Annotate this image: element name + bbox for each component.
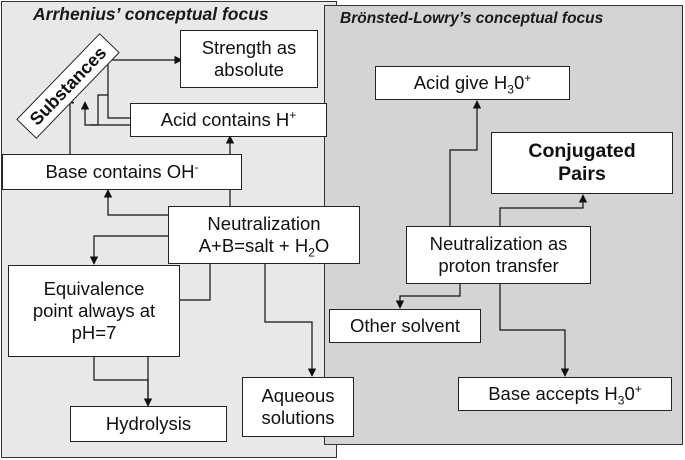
connector-to-substances-1: [90, 94, 108, 126]
acid-contains-box: Acid contains H+: [130, 103, 327, 137]
base-accepts-pre: Base accepts H: [488, 382, 618, 404]
conjugated-line1: Conjugated: [528, 139, 636, 162]
connector-to-substances-2: [80, 101, 130, 126]
aqueous-line2: solutions: [261, 407, 335, 428]
connector-equivalence-to-hydrolysis: [93, 357, 153, 407]
connector-proton-to-acid-give: [449, 100, 482, 227]
connector-neut-to-base: [103, 189, 170, 216]
other-solvent-label: Other solvent: [349, 314, 461, 336]
bronsted-lowry-title: Brönsted-Lowry’s conceptual focus: [340, 10, 604, 27]
acid-give-sub: 3: [507, 82, 514, 97]
acid-contains-sup: +: [289, 107, 297, 122]
connector-proton-to-conjugated: [499, 194, 588, 227]
base-accepts-sup: +: [634, 381, 642, 396]
base-accepts-sub: 3: [617, 393, 625, 408]
connector-neut-to-aqueous: [264, 264, 317, 377]
neutralization-line2-post: O: [314, 235, 330, 256]
acid-give-mid: 0: [513, 71, 525, 93]
neutralization-line2-sub: 2: [308, 245, 315, 260]
acid-give-box: Acid give H30+: [375, 66, 570, 100]
aqueous-line1: Aqueous: [261, 384, 335, 406]
connector-proton-to-base-accepts: [499, 284, 570, 377]
hydrolysis-label: Hydrolysis: [105, 412, 192, 434]
strength-line2: absolute: [214, 59, 284, 80]
acid-contains-text: Acid contains H: [160, 108, 290, 130]
hydrolysis-box: Hydrolysis: [70, 406, 227, 442]
base-contains-box: Base contains OH-: [2, 154, 242, 190]
equivalence-line2: point always at: [32, 299, 156, 321]
strength-line1: Strength as: [201, 36, 297, 58]
neutralization-line1: Neutralization: [207, 212, 321, 234]
equivalence-line1: Equivalence: [43, 277, 145, 299]
connector-acid-to-strength: [107, 55, 183, 119]
proton-transfer-line2: proton transfer: [438, 255, 559, 276]
proton-transfer-line1: Neutralization as: [429, 232, 568, 254]
arrhenius-title: Arrhenius’ conceptual focus: [33, 4, 269, 24]
base-contains-text: Base contains OH: [45, 160, 195, 182]
base-contains-sup: -: [194, 159, 199, 174]
neutralization-line2-pre: A+B=salt + H: [198, 235, 309, 256]
connector-neut-to-equivalence: [89, 235, 170, 265]
acid-give-pre: Acid give H: [413, 71, 508, 93]
acid-give-sup: +: [524, 70, 532, 85]
conjugated-line2: Pairs: [558, 163, 606, 185]
base-accepts-mid: 0: [624, 382, 635, 404]
equivalence-line3: pH=7: [71, 322, 117, 344]
other-solvent-box: Other solvent: [329, 309, 481, 343]
connector-proton-to-other-solvent: [395, 284, 461, 309]
neutralization-box: Neutralization A+B=salt + H2O: [168, 206, 360, 264]
base-accepts-box: Base accepts H30+: [458, 377, 672, 411]
